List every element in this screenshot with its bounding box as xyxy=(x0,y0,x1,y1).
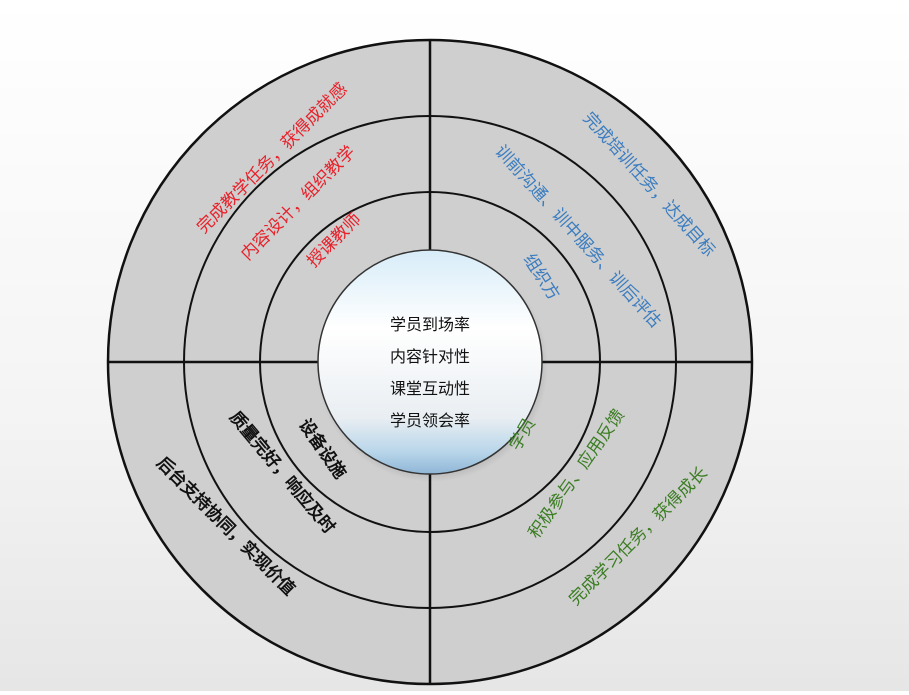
core-circle xyxy=(317,249,543,475)
core-line-4: 学员领会率 xyxy=(390,411,470,430)
core-line-1: 学员到场率 xyxy=(390,315,470,334)
core-text: 学员到场率 内容针对性 课堂互动性 学员领会率 xyxy=(390,315,470,430)
core-line-3: 课堂互动性 xyxy=(390,379,470,398)
core-line-2: 内容针对性 xyxy=(390,347,470,366)
